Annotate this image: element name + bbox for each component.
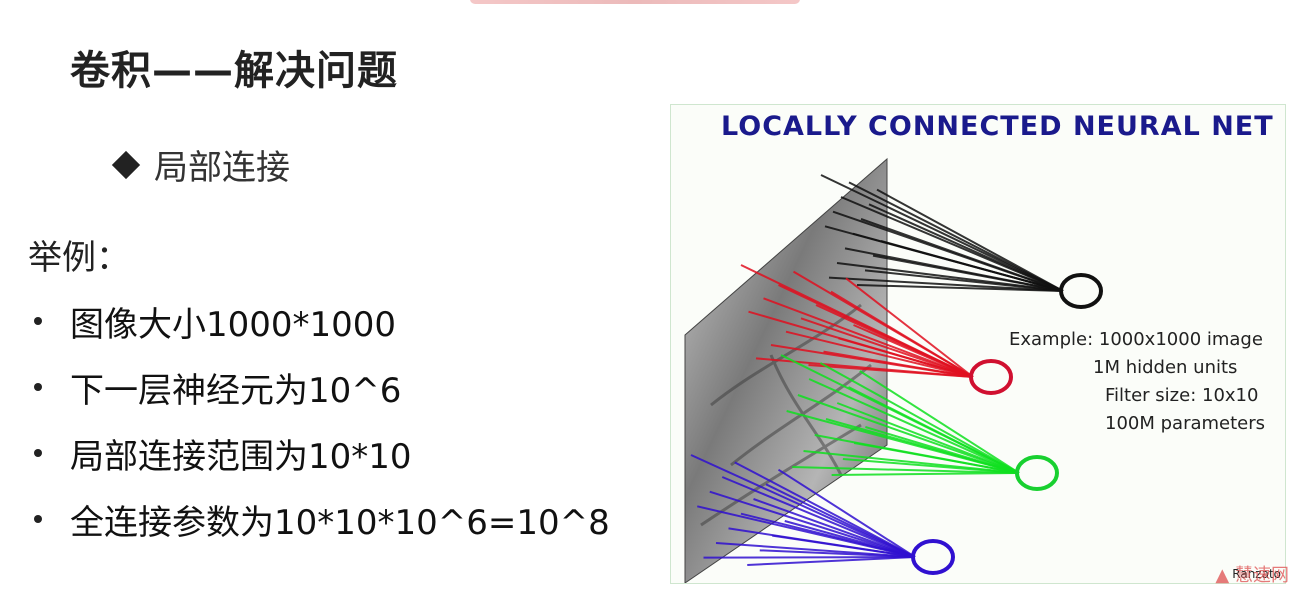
connection-line bbox=[838, 337, 974, 378]
fan-blue bbox=[690, 454, 916, 566]
connection-line bbox=[848, 386, 1020, 474]
connection-fans bbox=[690, 174, 1064, 566]
bullet-text: 图像大小1000*1000 bbox=[70, 304, 397, 345]
hidden-unit-black bbox=[1059, 273, 1103, 309]
hidden-unit-blue bbox=[911, 539, 955, 575]
connection-line bbox=[865, 426, 1020, 474]
input-image-plane bbox=[684, 157, 888, 583]
diamond-bullet-icon bbox=[111, 150, 141, 179]
bullet-text: 局部连接范围为10*10 bbox=[70, 436, 412, 477]
connection-line bbox=[808, 364, 974, 378]
connection-line bbox=[765, 483, 916, 558]
example-line: Example: 1000x1000 image bbox=[1009, 329, 1263, 350]
connection-line bbox=[853, 324, 974, 378]
connection-line bbox=[853, 442, 1020, 474]
connection-line bbox=[845, 277, 974, 378]
connection-line bbox=[864, 269, 1064, 292]
bullet-dot-icon bbox=[34, 383, 42, 391]
connection-line bbox=[777, 468, 916, 558]
bullet-list: 图像大小1000*1000 下一层神经元为10^6 局部连接范围为10*10 全… bbox=[28, 288, 610, 552]
connection-line bbox=[784, 520, 916, 558]
connection-line bbox=[785, 330, 974, 378]
sub-bullet-label: 局部连接 bbox=[154, 148, 290, 188]
list-item: 局部连接范围为10*10 bbox=[28, 420, 610, 486]
connection-line bbox=[831, 472, 1020, 476]
connection-line bbox=[859, 370, 1020, 474]
connection-line bbox=[808, 378, 1020, 474]
fan-green bbox=[780, 354, 1020, 476]
hidden-unit-red bbox=[969, 359, 1013, 395]
connection-line bbox=[709, 490, 916, 558]
connection-line bbox=[876, 188, 1064, 292]
connection-line bbox=[848, 181, 1064, 292]
example-line: 100M parameters bbox=[1105, 413, 1266, 434]
connection-line bbox=[868, 203, 1064, 292]
header-strip bbox=[470, 0, 800, 4]
bullet-text: 全连接参数为10*10*10^6=10^8 bbox=[70, 502, 610, 543]
connection-line bbox=[753, 498, 916, 558]
connection-line bbox=[823, 350, 974, 378]
bullet-dot-icon bbox=[34, 317, 42, 325]
connection-line bbox=[842, 458, 1020, 474]
network-diagram bbox=[684, 157, 1103, 583]
list-item: 下一层神经元为10^6 bbox=[28, 354, 610, 420]
sub-bullet: 局部连接 bbox=[111, 140, 290, 189]
list-item: 全连接参数为10*10*10^6=10^8 bbox=[28, 486, 610, 552]
connection-line bbox=[690, 454, 916, 558]
slide-title: 卷积——解决问题 bbox=[70, 48, 398, 94]
example-label: 举例： bbox=[28, 238, 130, 278]
connection-line bbox=[880, 240, 1064, 292]
fan-black bbox=[820, 174, 1064, 292]
connection-line bbox=[872, 254, 1064, 292]
connection-line bbox=[836, 402, 1020, 474]
connection-line bbox=[820, 174, 1064, 292]
connection-line bbox=[759, 549, 916, 558]
connection-line bbox=[819, 362, 1020, 474]
connection-line bbox=[721, 476, 916, 558]
connection-line bbox=[797, 394, 1020, 474]
bullet-dot-icon bbox=[34, 515, 42, 523]
connection-line bbox=[860, 218, 1064, 292]
connection-line bbox=[734, 461, 916, 558]
hidden-unit-green bbox=[1015, 455, 1059, 491]
figure-credit: Ranzato bbox=[1232, 567, 1281, 581]
connection-line bbox=[800, 317, 974, 378]
connection-line bbox=[856, 284, 1064, 292]
example-line: Filter size: 10x10 bbox=[1105, 385, 1259, 406]
connection-line bbox=[763, 297, 974, 378]
connection-line bbox=[772, 534, 916, 558]
connection-line bbox=[830, 290, 974, 378]
bullet-text: 下一层神经元为10^6 bbox=[70, 370, 402, 411]
figure-title: LOCALLY CONNECTED NEURAL NET bbox=[721, 111, 1274, 142]
connection-line bbox=[792, 466, 1020, 474]
connection-line bbox=[747, 556, 916, 566]
example-line: 1M hidden units bbox=[1093, 357, 1238, 378]
connection-line bbox=[703, 556, 916, 559]
site-watermark: ▲ 慧速网 bbox=[1215, 565, 1289, 586]
fan-red bbox=[740, 264, 974, 378]
bullet-dot-icon bbox=[34, 449, 42, 457]
list-item: 图像大小1000*1000 bbox=[28, 288, 610, 354]
connection-line bbox=[828, 276, 1064, 292]
locally-connected-figure: LOCALLY CONNECTED NEURAL NET Example: 10… bbox=[670, 104, 1286, 584]
